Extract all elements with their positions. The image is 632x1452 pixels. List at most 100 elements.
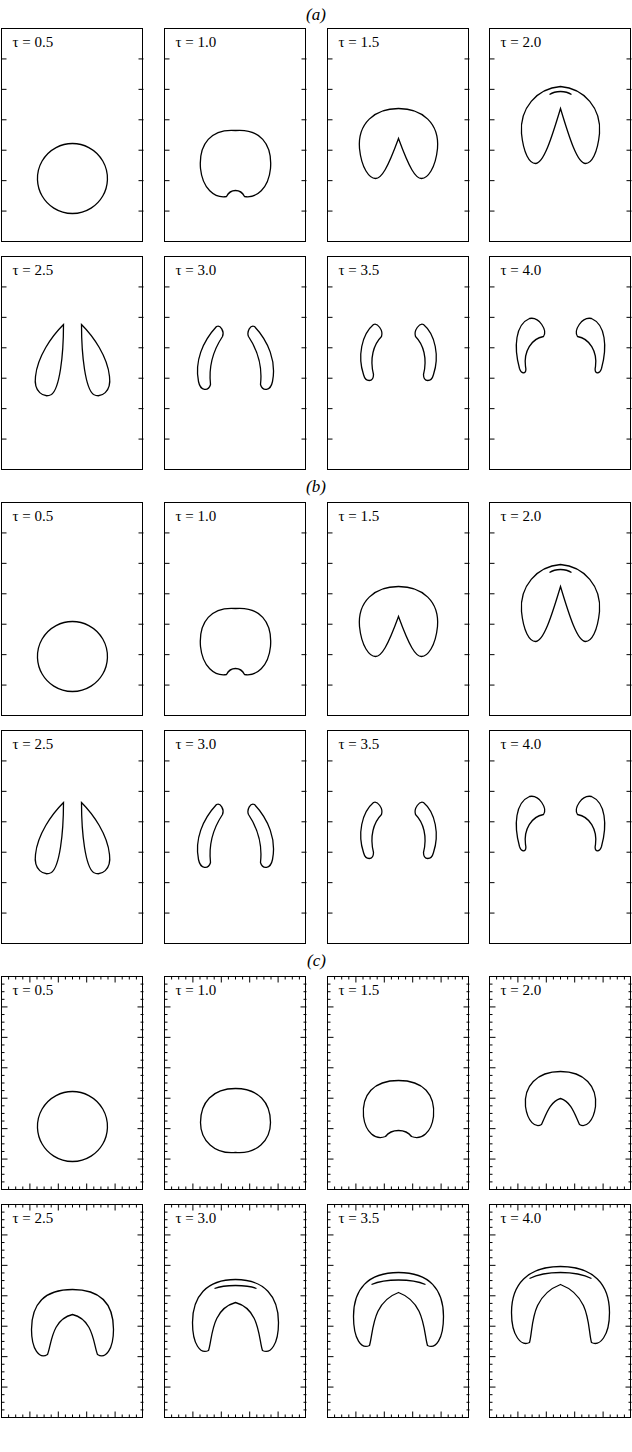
axis-tick: [627, 286, 632, 287]
time-label: τ = 2.0: [500, 509, 543, 524]
axis-tick: [467, 1318, 470, 1319]
axis-tick: [503, 1187, 504, 1190]
axis-tick: [464, 1265, 470, 1266]
axis-tick: [165, 1037, 171, 1038]
axis-tick: [490, 984, 493, 985]
axis-tick: [467, 1174, 470, 1175]
plot-frame: [2, 503, 143, 716]
axis-tick: [37, 1205, 38, 1208]
interface-shape-group: [354, 1273, 444, 1347]
axis-tick: [490, 1181, 493, 1182]
time-label: τ = 1.5: [338, 983, 381, 998]
axis-tick: [302, 286, 307, 287]
axis-tick: [108, 1205, 109, 1208]
axis-tick: [626, 1006, 632, 1007]
interface-contour: [361, 324, 382, 380]
axis-tick: [2, 1311, 5, 1312]
axis-tick: [2, 1326, 8, 1327]
interface-contour: [415, 802, 436, 858]
axis-tick: [398, 1415, 399, 1418]
axis-tick: [348, 1415, 349, 1418]
axis-tick: [490, 1364, 493, 1365]
axis-tick: [546, 977, 547, 983]
axis-tick: [462, 1205, 463, 1208]
axis-tick: [490, 317, 495, 318]
axis-tick: [304, 1151, 307, 1152]
axis-tick: [51, 977, 52, 980]
axis-tick: [141, 1242, 144, 1243]
axis-tick: [328, 1219, 331, 1220]
axis-tick: [2, 58, 7, 59]
axis-tick: [496, 1415, 497, 1418]
axis-tick: [629, 1311, 632, 1312]
axis-tick: [341, 1187, 342, 1190]
axis-tick: [302, 180, 307, 181]
axis-tick: [2, 180, 7, 181]
axis-tick: [490, 1234, 496, 1235]
axis-tick: [93, 1205, 94, 1208]
axis-tick: [165, 1272, 168, 1273]
axis-tick: [341, 977, 342, 980]
axis-tick: [79, 977, 80, 980]
axis-tick: [2, 1333, 5, 1334]
axis-tick: [165, 1409, 168, 1410]
axis-tick: [412, 1412, 413, 1418]
axis-tick: [2, 1083, 5, 1084]
plot-frame-group: [490, 503, 632, 716]
axis-tick: [165, 180, 170, 181]
interface-contour: [516, 796, 544, 850]
axis-tick: [419, 1187, 420, 1190]
axis-tick: [328, 1006, 334, 1007]
axis-tick: [22, 1187, 23, 1190]
axis-tick: [525, 977, 526, 980]
axis-tick: [617, 1415, 618, 1418]
axis-tick: [304, 1143, 307, 1144]
axis-tick: [2, 1234, 8, 1235]
axis-tick: [301, 1234, 307, 1235]
axis-tick: [2, 1128, 8, 1129]
axis-tick: [72, 1415, 73, 1418]
axis-tick: [93, 977, 94, 980]
axis-tick: [301, 1295, 307, 1296]
axis-tick: [405, 1415, 406, 1418]
axis-tick: [22, 977, 23, 980]
axis-tick: [304, 1174, 307, 1175]
axis-tick: [328, 1257, 331, 1258]
axis-tick: [292, 977, 293, 980]
axis-tick: [490, 1105, 493, 1106]
axis-tick: [302, 347, 307, 348]
axis-tick: [490, 378, 495, 379]
axis-tick: [2, 150, 7, 151]
axis-tick: [496, 1205, 497, 1208]
time-label: τ = 3.5: [338, 737, 381, 752]
axis-tick: [626, 1037, 632, 1038]
interface-contour: [37, 1092, 107, 1162]
interface-shape-group: [200, 130, 270, 196]
axis-tick: [490, 1318, 493, 1319]
axis-tick: [129, 977, 130, 980]
axis-tick: [448, 1205, 449, 1208]
plot-frame-group: [328, 1205, 470, 1418]
axis-tick: [292, 1187, 293, 1190]
axis-tick: [490, 1113, 493, 1114]
axis-tick: [629, 1242, 632, 1243]
axis-tick: [490, 211, 495, 212]
axis-tick: [490, 1288, 493, 1289]
axis-tick: [448, 1187, 449, 1190]
axis-tick: [627, 439, 632, 440]
axis-tick: [138, 1356, 144, 1357]
axis-tick: [629, 1288, 632, 1289]
axis-tick: [86, 1412, 87, 1418]
axis-tick: [139, 150, 144, 151]
axis-tick: [304, 1022, 307, 1023]
axis-tick: [2, 1318, 5, 1319]
axis-tick: [328, 1029, 331, 1030]
axis-tick: [178, 1187, 179, 1190]
axis-tick: [285, 1205, 286, 1208]
axis-tick: [304, 1402, 307, 1403]
axis-tick: [165, 286, 170, 287]
axis-tick: [2, 1257, 5, 1258]
axis-tick: [304, 1311, 307, 1312]
interface-contour: [200, 608, 270, 674]
axis-tick: [441, 1184, 442, 1190]
